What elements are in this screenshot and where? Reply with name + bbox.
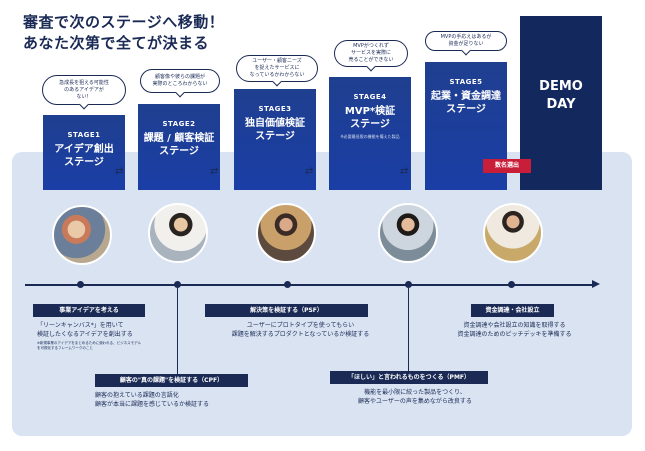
timeline-dot-4 xyxy=(405,281,412,288)
selection-badge: 数名選出 xyxy=(483,159,531,173)
stage-transition-arrow-4: ⇄ xyxy=(400,166,409,177)
demo-day-label: DEMO DAY xyxy=(539,79,583,112)
milestone-idea-footnote: ※新規事業のアイデアをまとめるために使われる、ビジネスモデル を可視化するフレー… xyxy=(37,341,142,350)
milestone-pmf-description: 機能を最小限に絞った製品をつくり、 顧客やユーザーの声を集めながら改良する xyxy=(358,389,472,405)
stage-transition-arrow-3: ⇄ xyxy=(305,166,314,177)
milestone-funding-description: 資金調達や会社設立の知識を取得する 資金調達のためのピッチデッキを準備する xyxy=(457,322,572,338)
milestone-cpf-label: 顧客の"真の課題"を検証する（CPF） xyxy=(95,374,248,387)
stage-2-problem-bubble: 顧客像や彼らの課題が 実際のところわからない xyxy=(140,69,220,93)
stage-1-photo xyxy=(52,205,112,265)
timeline-axis xyxy=(25,284,595,286)
stage-5-title: 起業・資金調達 ステージ xyxy=(431,91,501,115)
milestone-cpf-description: 顧客の抱えている課題の言語化 顧客が本当に課題を感じているか検証する xyxy=(95,392,210,408)
stage-transition-arrow-2: ⇄ xyxy=(210,166,219,177)
stage-1-number: STAGE1 xyxy=(67,131,101,139)
timeline-dot-5 xyxy=(508,281,515,288)
milestone-idea-description: 「リーンキャンバス*」を用いて 検証したくなるアイデアを創出する xyxy=(37,322,133,338)
page-heading: 審査で次のステージへ移動！ あなた次第で全てが決まる xyxy=(23,12,224,54)
stage-5-photo xyxy=(483,203,543,263)
stage-4-number: STAGE4 xyxy=(353,93,387,101)
heading-line-1: 審査で次のステージへ移動！ xyxy=(23,13,225,31)
stage-2-title: 課題 / 顧客検証 ステージ xyxy=(143,133,215,157)
stage-3-block: STAGE3 独自価値検証 ステージ xyxy=(234,89,316,190)
milestone-psf-label: 解決策を検証する（PSF） xyxy=(205,304,368,317)
stage-transition-arrow-1: ⇄ xyxy=(115,166,124,177)
milestone-funding-label: 資金調達・会社設立 xyxy=(471,304,554,317)
stage-3-photo xyxy=(256,203,316,263)
timeline-dot-3 xyxy=(284,281,291,288)
stage-2-number: STAGE2 xyxy=(162,120,196,128)
milestone-idea-label: 事業アイデアを考える xyxy=(33,304,145,317)
timeline-panel xyxy=(12,152,632,436)
stage-2-block: STAGE2 課題 / 顧客検証 ステージ xyxy=(138,104,220,190)
demo-day-block: DEMO DAY xyxy=(520,16,602,190)
stage-1-title: アイデア創出 ステージ xyxy=(54,144,114,168)
heading-line-2: あなた次第で全てが決まる xyxy=(23,34,210,52)
stage-1-problem-bubble: 急成長を狙える可能性 のあるアイデアが ない！ xyxy=(42,75,126,105)
stage-4-problem-bubble: MVPがつくれず サービスを実際に 売ることができない xyxy=(334,40,408,67)
timeline-dot-2 xyxy=(174,281,181,288)
stage-2-photo xyxy=(148,203,208,263)
timeline-connector-4 xyxy=(408,288,409,371)
stage-4-title: MVP*検証 ステージ xyxy=(344,106,396,130)
stage-3-title: 独自価値検証 ステージ xyxy=(245,118,305,142)
stage-4-block: STAGE4 MVP*検証 ステージ ※必要最低限の機能を備えた製品 xyxy=(329,77,411,190)
milestone-psf-description: ユーザーにプロトタイプを使ってもらい 課題を解決するプロダクトとなっているか検証… xyxy=(231,322,370,338)
stage-3-problem-bubble: ユーザー・顧客ニーズ を捉えたサービスに なっているかわからない xyxy=(236,55,318,82)
stage-3-number: STAGE3 xyxy=(258,105,292,113)
stage-4-footnote: ※必要最低限の機能を備えた製品 xyxy=(340,134,400,139)
timeline-arrowhead xyxy=(592,280,600,288)
milestone-pmf-label: 「ほしい」と言われるものをつくる（PMF） xyxy=(330,371,488,384)
stage-5-number: STAGE5 xyxy=(449,78,483,86)
stage-1-block: STAGE1 アイデア創出 ステージ xyxy=(43,115,125,190)
timeline-connector-2 xyxy=(177,288,178,375)
stage-4-photo xyxy=(378,203,438,263)
timeline-dot-1 xyxy=(77,281,84,288)
stage-5-problem-bubble: MVPの手応えはあるが 資金が足りない xyxy=(425,31,507,51)
